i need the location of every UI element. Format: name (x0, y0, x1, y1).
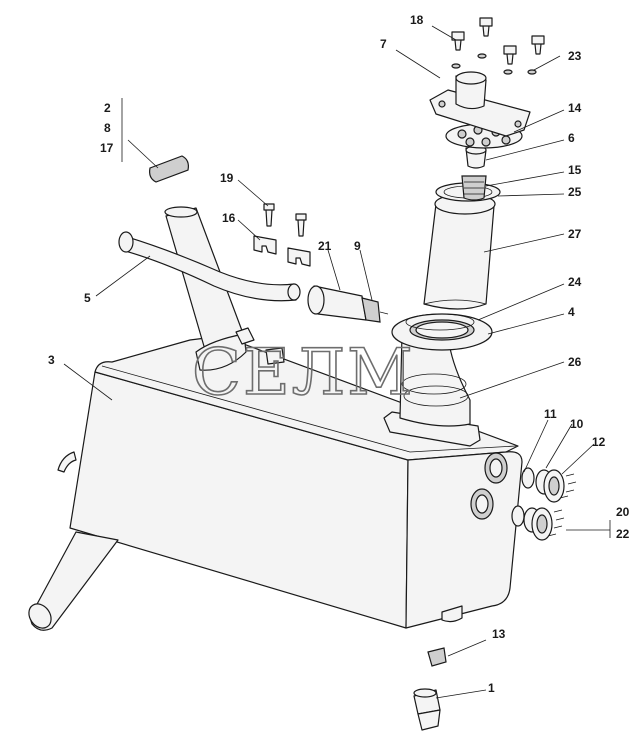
clamps (235, 203, 311, 365)
label-10: 10 (570, 417, 584, 431)
label-8: 8 (104, 121, 111, 135)
label-24: 24 (568, 275, 582, 289)
spacer-bushing (465, 145, 487, 169)
label-5: 5 (84, 291, 91, 305)
label-14: 14 (568, 101, 582, 115)
label-7: 7 (380, 37, 387, 51)
port-seals (511, 467, 577, 541)
filler-neck (383, 333, 481, 447)
filter-element (423, 193, 496, 310)
label-22: 22 (616, 527, 630, 541)
leader-lines (63, 25, 611, 699)
label-6: 6 (568, 131, 575, 145)
label-23: 23 (568, 49, 582, 63)
label-26: 26 (568, 355, 582, 369)
label-13: 13 (492, 627, 506, 641)
label-17: 17 (100, 141, 114, 155)
sensor-unit (307, 285, 389, 323)
label-12: 12 (592, 435, 606, 449)
label-16: 16 (222, 211, 236, 225)
drain-cap (427, 647, 447, 667)
filler-cap (149, 155, 189, 183)
cover-bolts (451, 17, 545, 75)
label-25: 25 (568, 185, 582, 199)
label-27: 27 (568, 227, 582, 241)
label-2: 2 (104, 101, 111, 115)
label-9: 9 (354, 239, 361, 253)
part-labels: 2 8 17 18 7 23 14 6 15 25 27 24 4 26 19 … (48, 13, 630, 695)
label-4: 4 (568, 305, 575, 319)
gasket-ring (405, 313, 475, 331)
label-20: 20 (616, 505, 630, 519)
label-3: 3 (48, 353, 55, 367)
drain-plug (413, 688, 441, 731)
label-19: 19 (220, 171, 234, 185)
label-18: 18 (410, 13, 424, 27)
top-cover (429, 71, 531, 137)
strainer-mesh (461, 175, 487, 201)
label-21: 21 (318, 239, 332, 253)
label-11: 11 (544, 407, 557, 421)
label-1: 1 (488, 681, 495, 695)
watermark: СЕЛМ (192, 336, 415, 410)
hose-pipe (118, 231, 301, 302)
label-15: 15 (568, 163, 582, 177)
